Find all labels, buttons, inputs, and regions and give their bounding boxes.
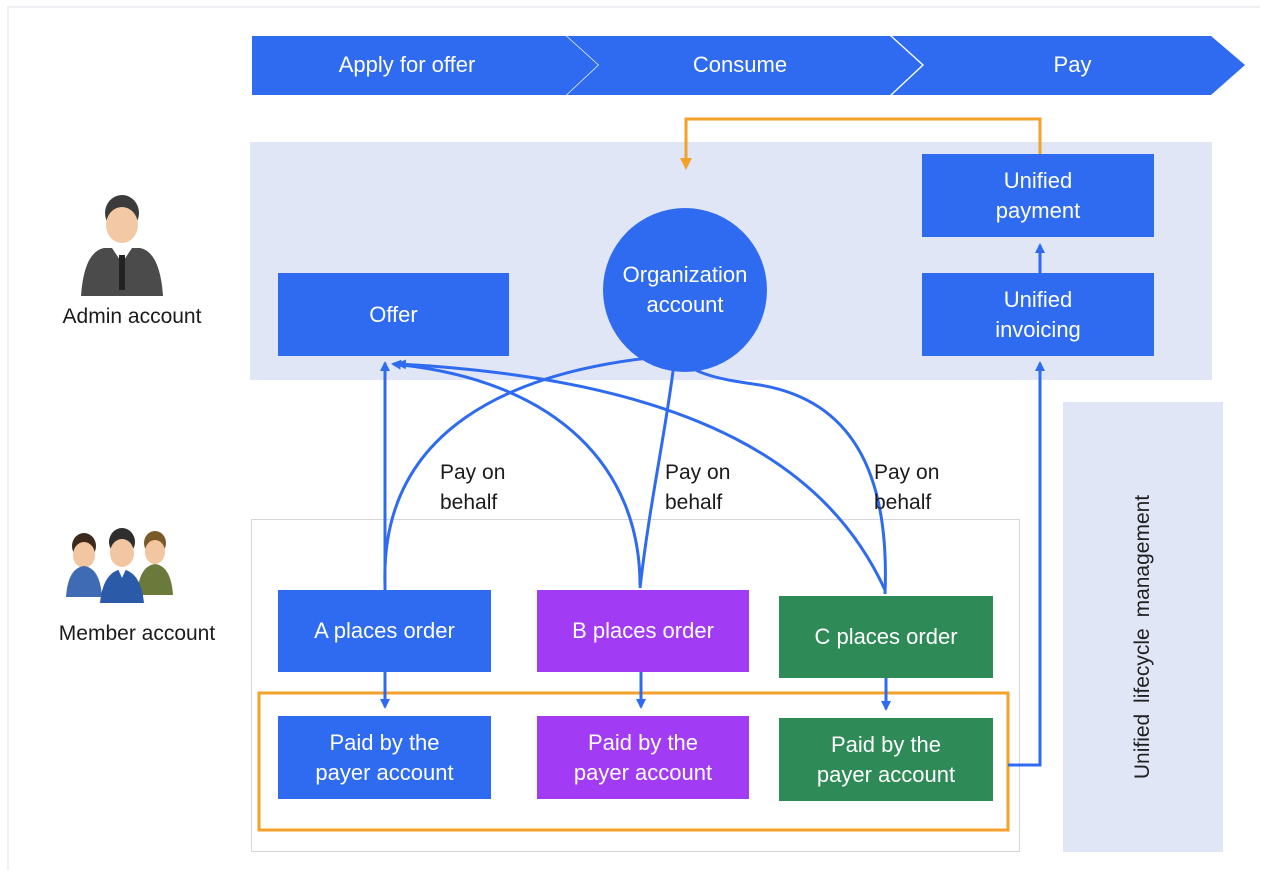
admin-account-label: Admin account — [62, 305, 202, 328]
payer-c-node: Paid by the payer account — [779, 718, 993, 801]
connector-a-to-org — [383, 351, 670, 586]
chevron-pay — [892, 36, 1245, 95]
payer-a-node: Paid by the payer account — [278, 716, 491, 799]
organization-account-node: Organization account — [603, 208, 767, 372]
pay-on-behalf-label-a: Pay on behalf — [440, 461, 506, 514]
admin-avatar-icon — [81, 195, 163, 296]
payment-loop-connector — [680, 117, 1042, 170]
step-pay: Pay — [1053, 52, 1092, 77]
order-a-node: A places order — [278, 590, 491, 672]
member-account-label: Member account — [58, 622, 216, 645]
pay-on-behalf-label-b: Pay on behalf — [665, 461, 731, 514]
lifecycle-band — [1063, 402, 1223, 852]
order-c-node: C places order — [779, 596, 993, 678]
connector-payers-to-invoicing — [1008, 361, 1045, 767]
connector-c-to-offer — [396, 359, 887, 591]
member-avatars-icon — [66, 528, 173, 603]
step-apply-for-offer: Apply for offer — [338, 52, 476, 77]
connector-b-to-offer — [391, 359, 642, 586]
unified-invoicing-node: Unified invoicing — [922, 273, 1154, 356]
payer-group-outline — [257, 691, 1010, 832]
offer-node: Offer — [278, 273, 509, 356]
order-b-node: B places order — [537, 590, 749, 672]
connector-c-to-org — [676, 353, 887, 595]
outer-frame — [7, 6, 1260, 870]
unified-payment-node: Unified payment — [922, 154, 1154, 237]
connector-b-to-org — [638, 353, 680, 589]
payer-b-node: Paid by the payer account — [537, 716, 749, 799]
chevron-apply-for-offer — [252, 36, 598, 95]
pay-on-behalf-label-c: Pay on behalf — [874, 461, 940, 514]
step-consume: Consume — [692, 52, 788, 77]
chevron-consume — [567, 36, 922, 95]
